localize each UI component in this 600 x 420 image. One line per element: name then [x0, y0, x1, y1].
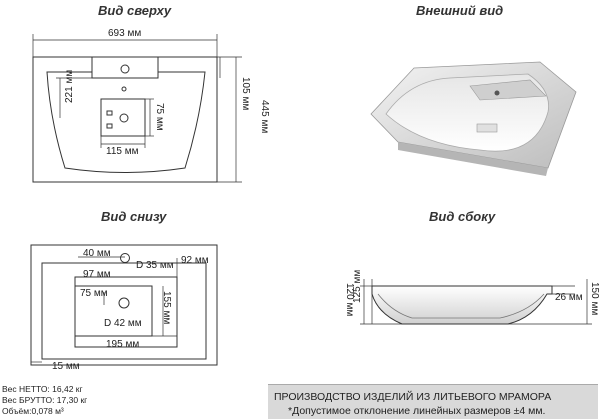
bottom-tap-hole — [120, 253, 130, 263]
exterior-basin-illustration — [370, 61, 577, 176]
footer-banner: ПРОИЗВОДСТВО ИЗДЕЛИЙ ИЗ ЛИТЬЕВОГО МРАМОР… — [268, 384, 598, 419]
spec-gross-weight: Вес БРУТТО: 17,30 кг — [2, 395, 88, 405]
exterior-drain — [476, 123, 498, 133]
dim-side-26: 26 мм — [555, 292, 583, 303]
side-view-drawing — [371, 285, 553, 325]
spec-volume: Объём:0,078 м³ — [2, 406, 64, 416]
dim-side-150: 150 мм — [589, 282, 600, 315]
dim-rear-105: 105 мм — [240, 77, 251, 110]
bottom-drain — [118, 297, 130, 309]
top-faucet-hole — [120, 64, 130, 74]
top-outline — [32, 56, 218, 183]
dim-plate-75: 75 мм — [154, 103, 165, 131]
footer-title: ПРОИЗВОДСТВО ИЗДЕЛИЙ ИЗ ЛИТЬЕВОГО МРАМОР… — [274, 391, 552, 403]
top-faucet-deck — [91, 56, 159, 79]
dim-bottom-155: 155 мм — [161, 291, 172, 324]
dim-side-120: 120 мм — [344, 283, 355, 316]
top-bowl-outline — [46, 71, 206, 173]
title-side-view: Вид сбоку — [429, 209, 496, 224]
top-bolt-a — [106, 110, 113, 116]
bottom-view-dimensions — [31, 256, 178, 363]
title-exterior-view: Внешний вид — [416, 3, 504, 18]
dim-bottom-75: 75 мм — [80, 288, 108, 299]
dim-plate-115: 115 мм — [106, 146, 139, 157]
side-inner-curve — [377, 293, 545, 319]
bottom-outline — [30, 244, 218, 366]
dim-bottom-195: 195 мм — [106, 339, 139, 350]
dim-width-693: 693 мм — [108, 28, 141, 39]
exterior-faucet-deck — [469, 79, 547, 101]
exterior-front-edge — [398, 142, 548, 176]
dim-bottom-15: 15 мм — [52, 361, 80, 372]
top-overflow — [121, 86, 127, 92]
title-top-view: Вид сверху — [98, 3, 172, 18]
top-mount-plate — [100, 98, 146, 137]
top-view-drawing — [32, 56, 218, 183]
bottom-inner-rim — [41, 262, 207, 360]
top-drain — [119, 113, 129, 123]
dim-bottom-92: 92 мм — [181, 255, 209, 266]
exterior-faucet-hole — [494, 90, 500, 96]
top-view-dimensions — [32, 34, 242, 183]
dim-depth-445: 445 мм — [259, 100, 270, 133]
side-view-dimensions — [360, 279, 592, 325]
dim-bottom-40: 40 мм — [83, 248, 111, 259]
spec-net-weight: Вес НЕТТО: 16,42 кг — [2, 384, 83, 394]
bottom-view-drawing — [30, 244, 218, 366]
dim-bottom-97: 97 мм — [83, 269, 111, 280]
dim-hole-221: 221 мм — [64, 70, 75, 103]
product-specs: Вес НЕТТО: 16,42 кг Вес БРУТТО: 17,30 кг… — [2, 384, 87, 417]
dim-side-125: 125 мм — [352, 270, 363, 303]
top-bolt-b — [106, 123, 113, 129]
footer-note: *Допустимое отклонение линейных размеров… — [288, 405, 546, 417]
title-bottom-view: Вид снизу — [101, 209, 167, 224]
dim-bottom-d35: D 35 мм — [136, 260, 174, 271]
dim-bottom-d42: D 42 мм — [104, 318, 142, 329]
